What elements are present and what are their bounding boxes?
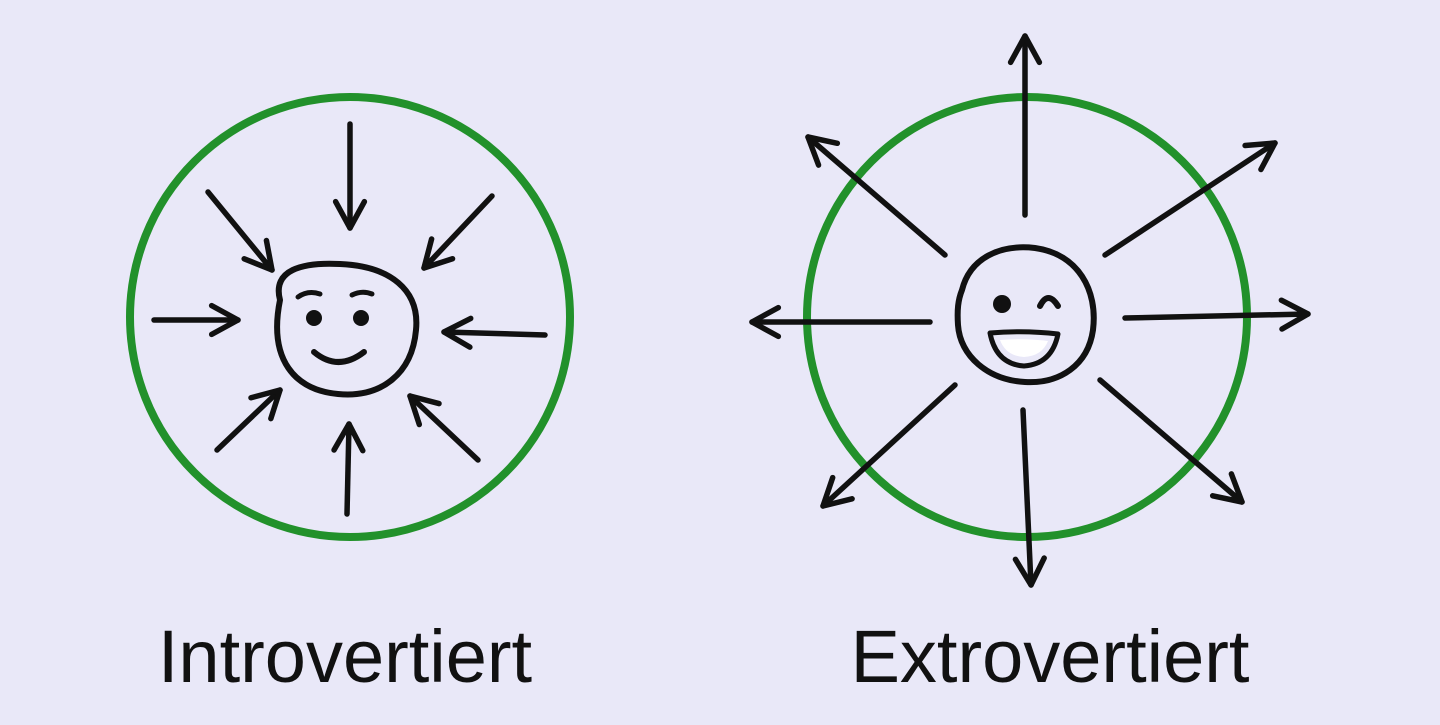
introvert-circle bbox=[126, 93, 574, 541]
arrow-shaft bbox=[214, 387, 283, 453]
outward-arrow-icon bbox=[749, 304, 933, 340]
arrowhead bbox=[820, 474, 855, 509]
grin-mouth-outline bbox=[987, 329, 1061, 369]
inward-arrow-icon bbox=[214, 387, 283, 453]
right-eye bbox=[353, 310, 369, 326]
outward-arrow-icon bbox=[1007, 33, 1043, 218]
arrow-shaft bbox=[1122, 311, 1311, 321]
arrowhead bbox=[1012, 555, 1047, 588]
arrowhead bbox=[208, 302, 241, 338]
smiling-face-icon bbox=[274, 260, 420, 398]
arrowhead bbox=[241, 237, 275, 273]
inward-arrow-icon bbox=[332, 121, 368, 231]
outward-arrow-icon bbox=[1012, 407, 1047, 588]
smile-mouth bbox=[311, 349, 367, 365]
inward-arrow-icon bbox=[151, 302, 241, 338]
grin-teeth bbox=[1000, 339, 1048, 357]
face-outline bbox=[954, 244, 1097, 386]
arrowhead bbox=[441, 315, 474, 350]
arrowhead bbox=[332, 198, 368, 231]
right-eyebrow bbox=[349, 289, 375, 298]
arrowhead bbox=[1242, 140, 1278, 173]
left-eyebrow bbox=[295, 290, 323, 300]
inward-arrow-icon bbox=[421, 193, 495, 271]
outward-arrow-icon bbox=[1122, 297, 1311, 332]
introvert-label: Introvertiert bbox=[157, 615, 533, 698]
arrow-shaft bbox=[441, 329, 548, 338]
arrowhead bbox=[1278, 297, 1311, 332]
inward-arrow-icon bbox=[407, 393, 481, 463]
arrow-shaft bbox=[1020, 407, 1034, 588]
winking-face-icon bbox=[954, 244, 1097, 386]
inward-arrow-icon bbox=[205, 189, 275, 273]
extrovert-label: Extrovertiert bbox=[850, 615, 1250, 698]
inward-arrow-icon bbox=[441, 315, 548, 350]
arrowhead bbox=[248, 387, 283, 422]
arrowhead bbox=[421, 236, 456, 271]
extrovert-diagram bbox=[749, 33, 1311, 588]
outward-arrow-icon bbox=[805, 134, 948, 258]
introvert-diagram bbox=[126, 93, 574, 541]
arrowhead bbox=[407, 393, 442, 428]
outward-arrow-icon bbox=[1097, 377, 1245, 505]
arrow-shaft bbox=[421, 193, 495, 271]
face-outline bbox=[274, 260, 420, 398]
arrowhead bbox=[1007, 33, 1043, 66]
outward-arrow-icon bbox=[1102, 140, 1278, 258]
arrow-shaft bbox=[407, 393, 481, 463]
arrowhead bbox=[1209, 471, 1245, 505]
inward-arrow-icon bbox=[331, 421, 366, 517]
arrow-shaft bbox=[205, 189, 275, 273]
winking-eye bbox=[1037, 295, 1061, 309]
open-eye bbox=[993, 295, 1011, 313]
arrow-shaft bbox=[1102, 140, 1278, 258]
left-eye bbox=[306, 310, 322, 326]
arrow-shaft bbox=[820, 382, 958, 509]
arrowhead bbox=[805, 134, 841, 168]
arrowhead bbox=[331, 421, 366, 454]
outward-arrow-icon bbox=[820, 382, 958, 509]
arrow-shaft bbox=[805, 134, 948, 258]
arrow-shaft bbox=[1097, 377, 1245, 505]
arrow-shaft bbox=[344, 421, 352, 517]
arrowhead bbox=[749, 304, 782, 340]
